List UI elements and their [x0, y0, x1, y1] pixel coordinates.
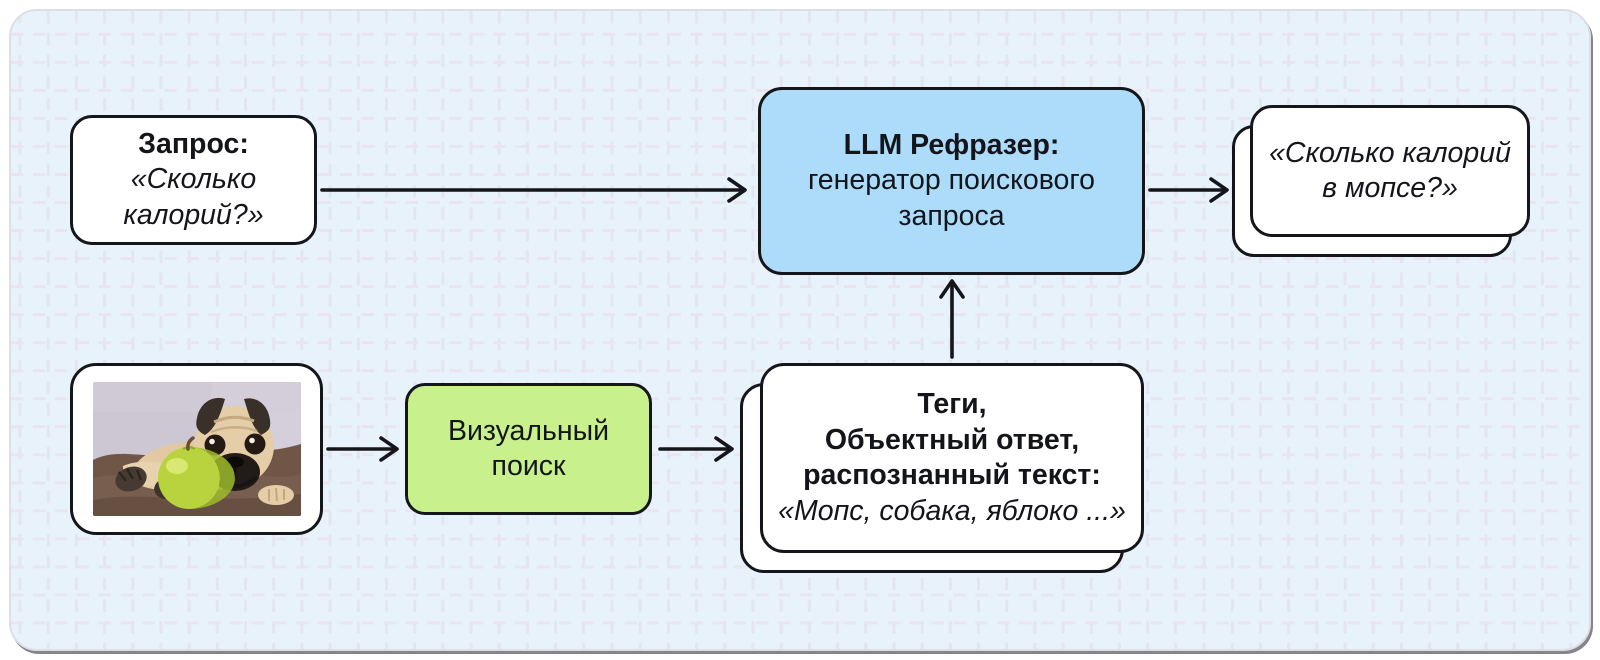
rephraser-title: LLM Рефразер: [843, 128, 1060, 161]
node-llm-rephraser: LLM Рефразер: генератор поискового запро… [758, 87, 1145, 275]
visual-output-line-3: распознанный текст: [803, 459, 1101, 491]
pug-apple-photo [92, 382, 301, 516]
rephraser-subtitle: генератор поискового запроса [807, 164, 1096, 232]
query-title: Запрос: [138, 127, 249, 160]
visual-output-line-2: Объектный ответ, [824, 423, 1080, 456]
node-visual-search: Визуальный поиск [405, 383, 652, 515]
query-text: «Сколько калорий?» [123, 163, 264, 231]
rephrased-query-text: «Сколько калорий в мопсе?» [1269, 136, 1511, 205]
node-query: Запрос: «Сколько калорий?» [70, 115, 317, 245]
visual-output-quote: «Мопс, собака, яблоко ...» [778, 494, 1126, 527]
node-rephrased-query: «Сколько калорий в мопсе?» [1250, 105, 1530, 237]
node-input-photo [70, 363, 323, 535]
node-visual-output: Теги, Объектный ответ, распознанный текс… [760, 363, 1144, 553]
visual-output-line-1: Теги, [917, 388, 987, 420]
visual-search-label: Визуальный поиск [447, 414, 610, 483]
